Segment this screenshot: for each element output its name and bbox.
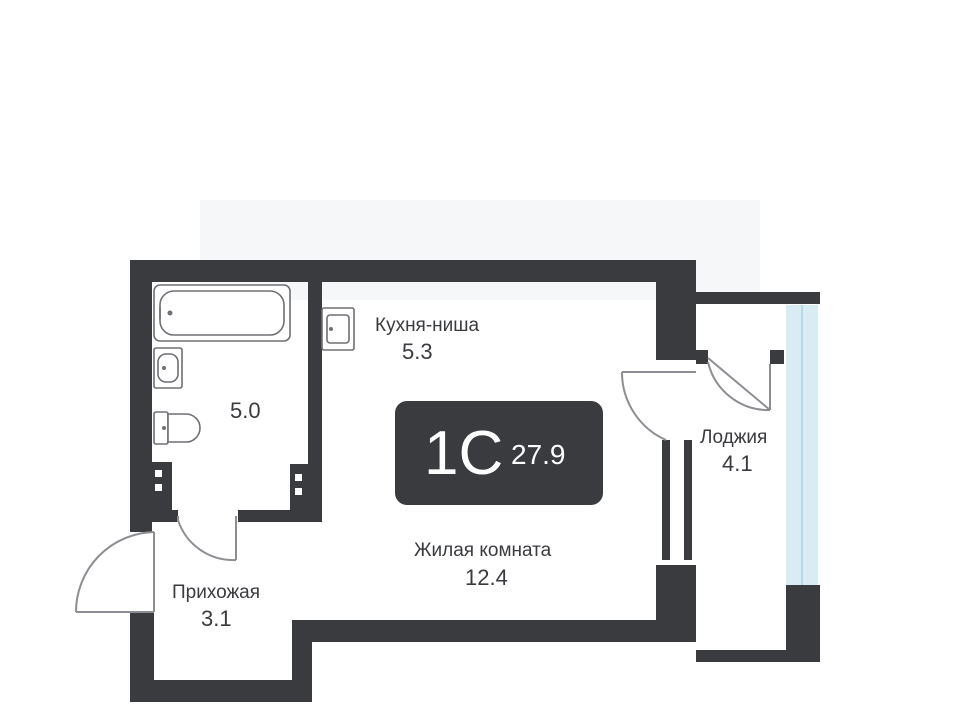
room-area-bathroom: 5.0 <box>230 398 261 423</box>
room-area-loggia: 4.1 <box>722 451 753 476</box>
room-label-loggia: Лоджия <box>700 427 767 448</box>
room-label-hallway: Прихожая <box>172 582 260 603</box>
kitchen-sink-icon <box>321 307 355 351</box>
room-area-hallway: 3.1 <box>201 606 232 631</box>
bathroom-door-icon <box>177 516 237 562</box>
toilet-icon <box>153 411 201 445</box>
wall-right-lower <box>656 565 696 642</box>
loggia-wall-inner-right <box>770 350 784 364</box>
wall-bottom-left <box>130 680 312 702</box>
entrance-door-icon <box>75 531 155 613</box>
vent-mark-right-2 <box>295 488 302 495</box>
loggia-wall-bottom <box>696 650 820 662</box>
bath-wall-bottom-left <box>152 510 178 522</box>
apartment-badge-bg <box>395 401 603 505</box>
wall-right-mid <box>662 440 670 560</box>
bath-wall-right <box>308 282 322 522</box>
vent-mark-left-2 <box>155 484 162 491</box>
apartment-type: 1С <box>424 419 503 488</box>
bathtub-icon <box>153 284 291 342</box>
room-label-living: Жилая комната <box>414 540 552 561</box>
wall-bottom-right <box>292 620 678 642</box>
vent-mark-left <box>155 470 162 477</box>
washbasin-icon <box>153 347 183 389</box>
loggia-door-icon <box>620 357 771 441</box>
wall-right-upper <box>656 260 696 360</box>
walls <box>130 260 820 702</box>
apartment-badge: 1С 27.9 <box>395 401 603 505</box>
loggia-wall-right-lower <box>786 585 820 662</box>
wall-right-mid2 <box>684 440 692 560</box>
room-area-kitchen: 5.3 <box>402 339 433 364</box>
wall-left-upper <box>130 260 152 532</box>
wall-top <box>130 260 696 282</box>
room-label-kitchen: Кухня-ниша <box>375 315 480 336</box>
loggia-wall-top <box>696 292 820 304</box>
apartment-total-area: 27.9 <box>511 439 566 470</box>
room-area-living: 12.4 <box>465 565 508 590</box>
vent-mark-right <box>295 474 302 481</box>
bath-wall-bottom-right <box>238 510 322 522</box>
loggia-wall-inner-left <box>696 350 708 364</box>
